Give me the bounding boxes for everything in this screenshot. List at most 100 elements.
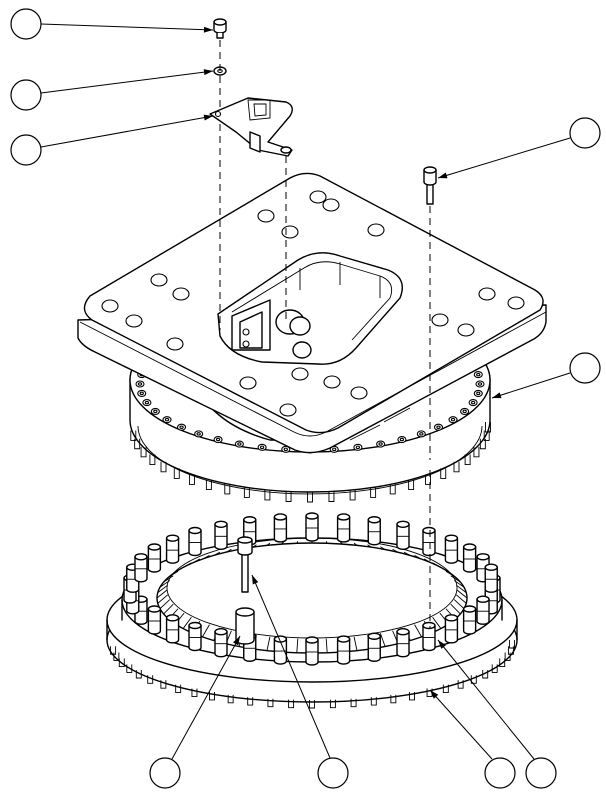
flange-peg — [464, 454, 471, 465]
gear-ring-peg — [288, 699, 295, 709]
gear-ring-stud — [147, 605, 162, 635]
gear-ring-peg — [470, 675, 477, 684]
plate-hole — [172, 287, 190, 301]
gear-ring-peg — [147, 675, 154, 684]
leader-line — [437, 639, 535, 760]
flange-bolt-hole — [162, 416, 172, 424]
gear-tooth — [423, 558, 433, 564]
balloon-flange-ring — [491, 352, 601, 399]
gear-tooth — [456, 584, 467, 593]
plate-hole — [431, 313, 449, 327]
leader-arrowhead — [492, 392, 502, 399]
balloon-circle — [317, 757, 349, 789]
flange-peg — [285, 491, 292, 502]
gear-tooth — [453, 599, 465, 610]
gear-tooth — [456, 594, 467, 604]
gear-ring-stud — [422, 621, 436, 652]
gear-tooth — [163, 603, 174, 615]
plate-hole — [281, 225, 299, 239]
gear-tooth — [202, 624, 210, 638]
mounting-plate — [77, 172, 547, 454]
balloon-nut-bolt — [437, 639, 557, 789]
gear-ring-peg — [126, 664, 133, 673]
plate-hole — [291, 367, 309, 381]
plate-hole — [257, 209, 275, 223]
flange-bolt-hole — [473, 389, 483, 397]
gear-tooth — [380, 546, 386, 550]
gear-ring-stud — [484, 563, 498, 593]
balloon-circle — [10, 79, 42, 111]
flange-bolt-hole — [433, 423, 444, 431]
balloon-spacer — [149, 635, 241, 789]
flange-peg — [479, 438, 486, 450]
gear-ring-stud — [214, 627, 228, 658]
gear-tooth — [453, 580, 465, 588]
balloon-circle — [484, 757, 516, 789]
gear-tooth — [213, 551, 221, 556]
gear-tooth — [456, 589, 468, 599]
flange-peg — [134, 438, 141, 450]
gear-tooth — [414, 624, 422, 638]
gear-ring-stud — [444, 534, 459, 564]
gear-ring-stud — [165, 614, 180, 644]
flange-peg — [307, 492, 313, 503]
gear-ring-peg — [409, 691, 415, 701]
flange-peg — [130, 430, 137, 441]
plate-hole — [150, 273, 168, 287]
flange-peg — [160, 461, 167, 473]
flange-peg — [389, 483, 396, 495]
balloon-washer — [10, 69, 214, 111]
gear-tooth — [182, 616, 192, 629]
flange-bolt-hole — [473, 371, 483, 379]
gear-tooth — [432, 616, 442, 629]
balloon-gear-ring — [429, 689, 516, 789]
flange-bolt-hole — [213, 435, 223, 444]
plate-hole — [350, 386, 368, 400]
leader-line — [437, 137, 571, 179]
balloon-callouts — [10, 8, 601, 789]
gear-ring-peg — [457, 680, 464, 689]
gear-ring-peg — [209, 691, 215, 701]
flange-peg — [149, 454, 156, 465]
gear-ring-peg — [504, 652, 511, 661]
gear-ring-peg — [482, 670, 489, 679]
leader-line — [171, 635, 241, 760]
plate-hole — [478, 287, 496, 301]
leader-arrowhead — [438, 640, 446, 649]
gear-ring-peg — [110, 646, 117, 655]
gear-tooth — [175, 566, 185, 573]
gear-ring-peg — [350, 698, 357, 708]
leader-line — [251, 574, 331, 759]
flange-bolt-hole — [137, 389, 147, 397]
gear-ring-stud — [214, 520, 228, 551]
flange-peg — [453, 461, 460, 473]
plate-hole — [239, 376, 257, 390]
gear-tooth — [325, 638, 328, 653]
gear-tooth — [353, 542, 358, 546]
flange-peg — [425, 474, 431, 485]
gear-ring-stud — [367, 516, 381, 546]
gear-ring-stud — [165, 534, 180, 564]
gear-tooth — [432, 562, 442, 568]
gear-ring-stud — [188, 526, 202, 557]
gear-ring-stud — [305, 636, 319, 666]
flange-peg — [485, 422, 491, 433]
gear-ring-peg — [499, 658, 506, 667]
leader-arrowhead — [203, 114, 213, 121]
plate-hole — [101, 299, 119, 313]
balloon-circle — [10, 8, 42, 40]
leader-arrowhead — [252, 575, 259, 585]
gear-tooth — [281, 541, 285, 545]
flange-peg — [440, 468, 447, 479]
flange-bolt-hole — [135, 380, 145, 388]
flange-peg — [173, 468, 180, 479]
flange-peg — [370, 487, 377, 498]
gear-tooth — [191, 558, 201, 564]
flange-peg — [243, 487, 250, 498]
gear-ring-peg — [370, 697, 377, 706]
gear-tooth — [266, 542, 271, 546]
flange-bolt-hole — [194, 430, 204, 438]
gear-ring-stud — [336, 635, 351, 665]
gear-ring-stud — [367, 632, 381, 662]
